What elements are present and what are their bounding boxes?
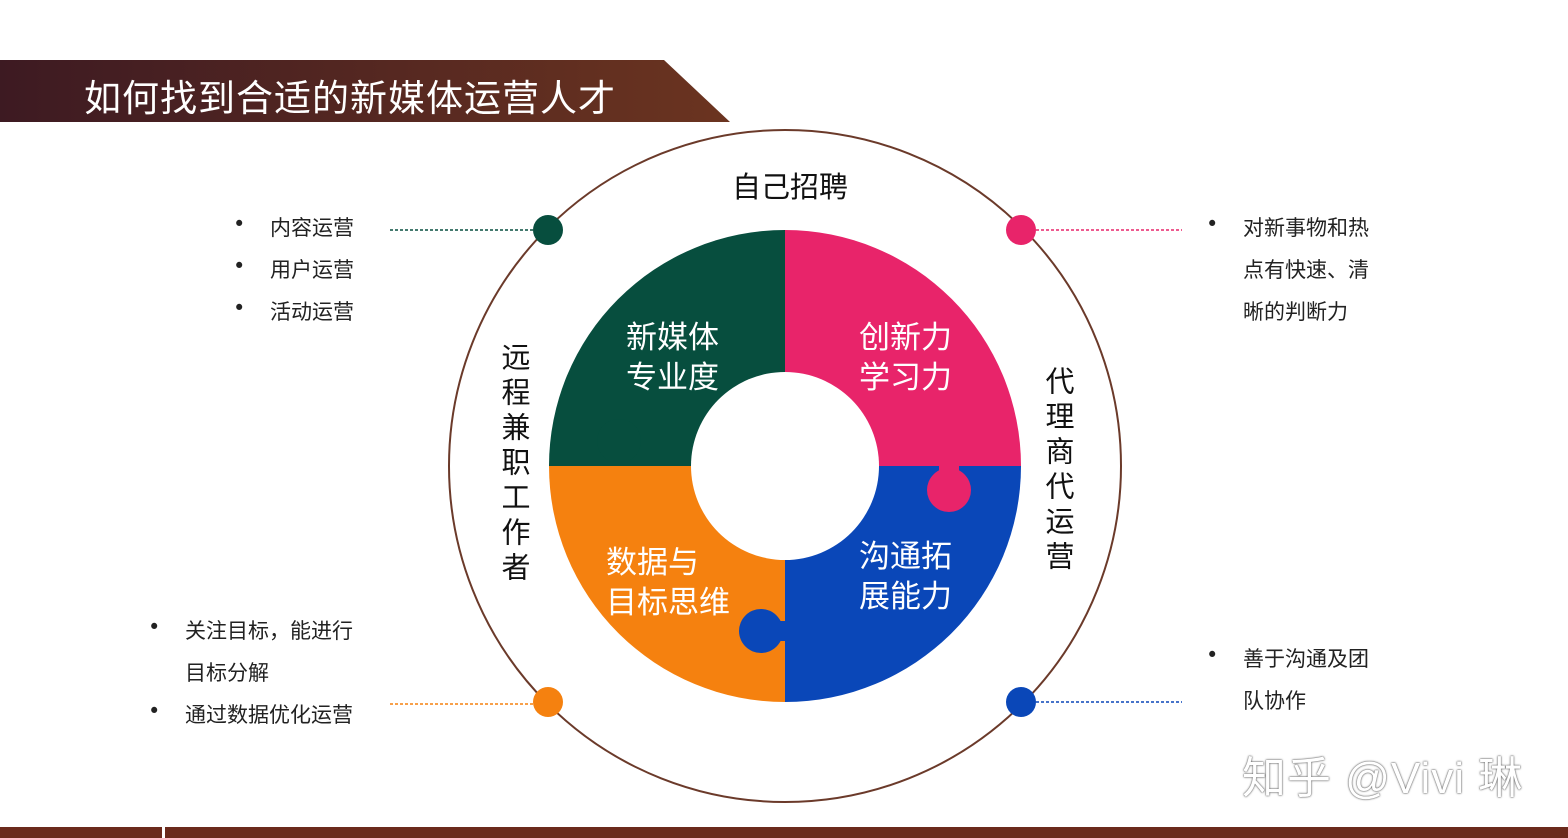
ring-label-left: 远程兼职工作者 [497,342,531,587]
piece-label-line: 创新力 [859,320,952,356]
piece-label-top-left: 新媒体 专业度 [626,318,719,398]
bullet-dot-icon: • [233,296,246,320]
bullet-continuation: 晰的判断力 [1243,300,1348,324]
piece-label-top-right: 创新力 学习力 [859,318,952,398]
knob-green-into-orange [597,419,641,463]
knob-neck-orange [771,621,785,641]
page-title: 如何找到合适的新媒体运营人才 [84,77,616,120]
bullet-continuation: 队协作 [1243,689,1306,713]
bullet-item: •活动运营 [233,296,354,324]
ring-label-top: 自己招聘 [732,170,849,204]
piece-label-line: 学习力 [859,360,952,396]
bullet-continuation: 目标分解 [185,661,269,685]
knob-pink-into-green [788,278,832,322]
bottom-bar-tick [162,827,165,838]
ring-label-right: 代理商代运营 [1041,366,1075,576]
knob-pink-into-blue [927,468,971,512]
bullet-item: •内容运营 [233,212,354,240]
bullet-dot-icon: • [1206,212,1219,236]
connector-dot-orange [533,687,563,717]
bullet-item: •对新事物和热 [1206,212,1369,240]
piece-label-line: 专业度 [626,360,719,396]
piece-label-line: 展能力 [859,579,952,615]
bullet-dot-icon: • [233,254,246,278]
piece-label-bottom-right: 沟通拓 展能力 [859,537,952,617]
center-hole [691,372,879,560]
bullet-item: •善于沟通及团 [1206,643,1369,671]
piece-label-line: 数据与 [606,545,699,581]
bullet-item: •通过数据优化运营 [148,699,353,727]
bullet-dot-icon: • [1206,643,1219,667]
connector-dot-pink [1006,215,1036,245]
bullet-dot-icon: • [233,212,246,236]
connector-dot-blue [1006,687,1036,717]
bullet-item: •关注目标，能进行 [148,615,353,643]
piece-label-line: 新媒体 [626,320,719,356]
piece-label-bottom-left: 数据与 目标思维 [606,543,730,623]
piece-label-line: 沟通拓 [859,539,952,575]
bullet-item: •用户运营 [233,254,354,282]
bullet-dot-icon: • [148,699,161,723]
outer-ring [448,129,1122,803]
bottom-bar [0,827,1568,838]
connector-dot-green [533,215,563,245]
knob-neck-blue [939,466,959,480]
piece-label-line: 目标思维 [606,585,730,621]
bullet-dot-icon: • [148,615,161,639]
watermark: 知乎 @Vivi 琳 [1242,754,1524,803]
knob-neck-pink [785,290,799,310]
knob-neck-green [609,452,629,466]
knob-blue-into-orange [739,609,783,653]
bullet-continuation: 点有快速、清 [1243,258,1369,282]
